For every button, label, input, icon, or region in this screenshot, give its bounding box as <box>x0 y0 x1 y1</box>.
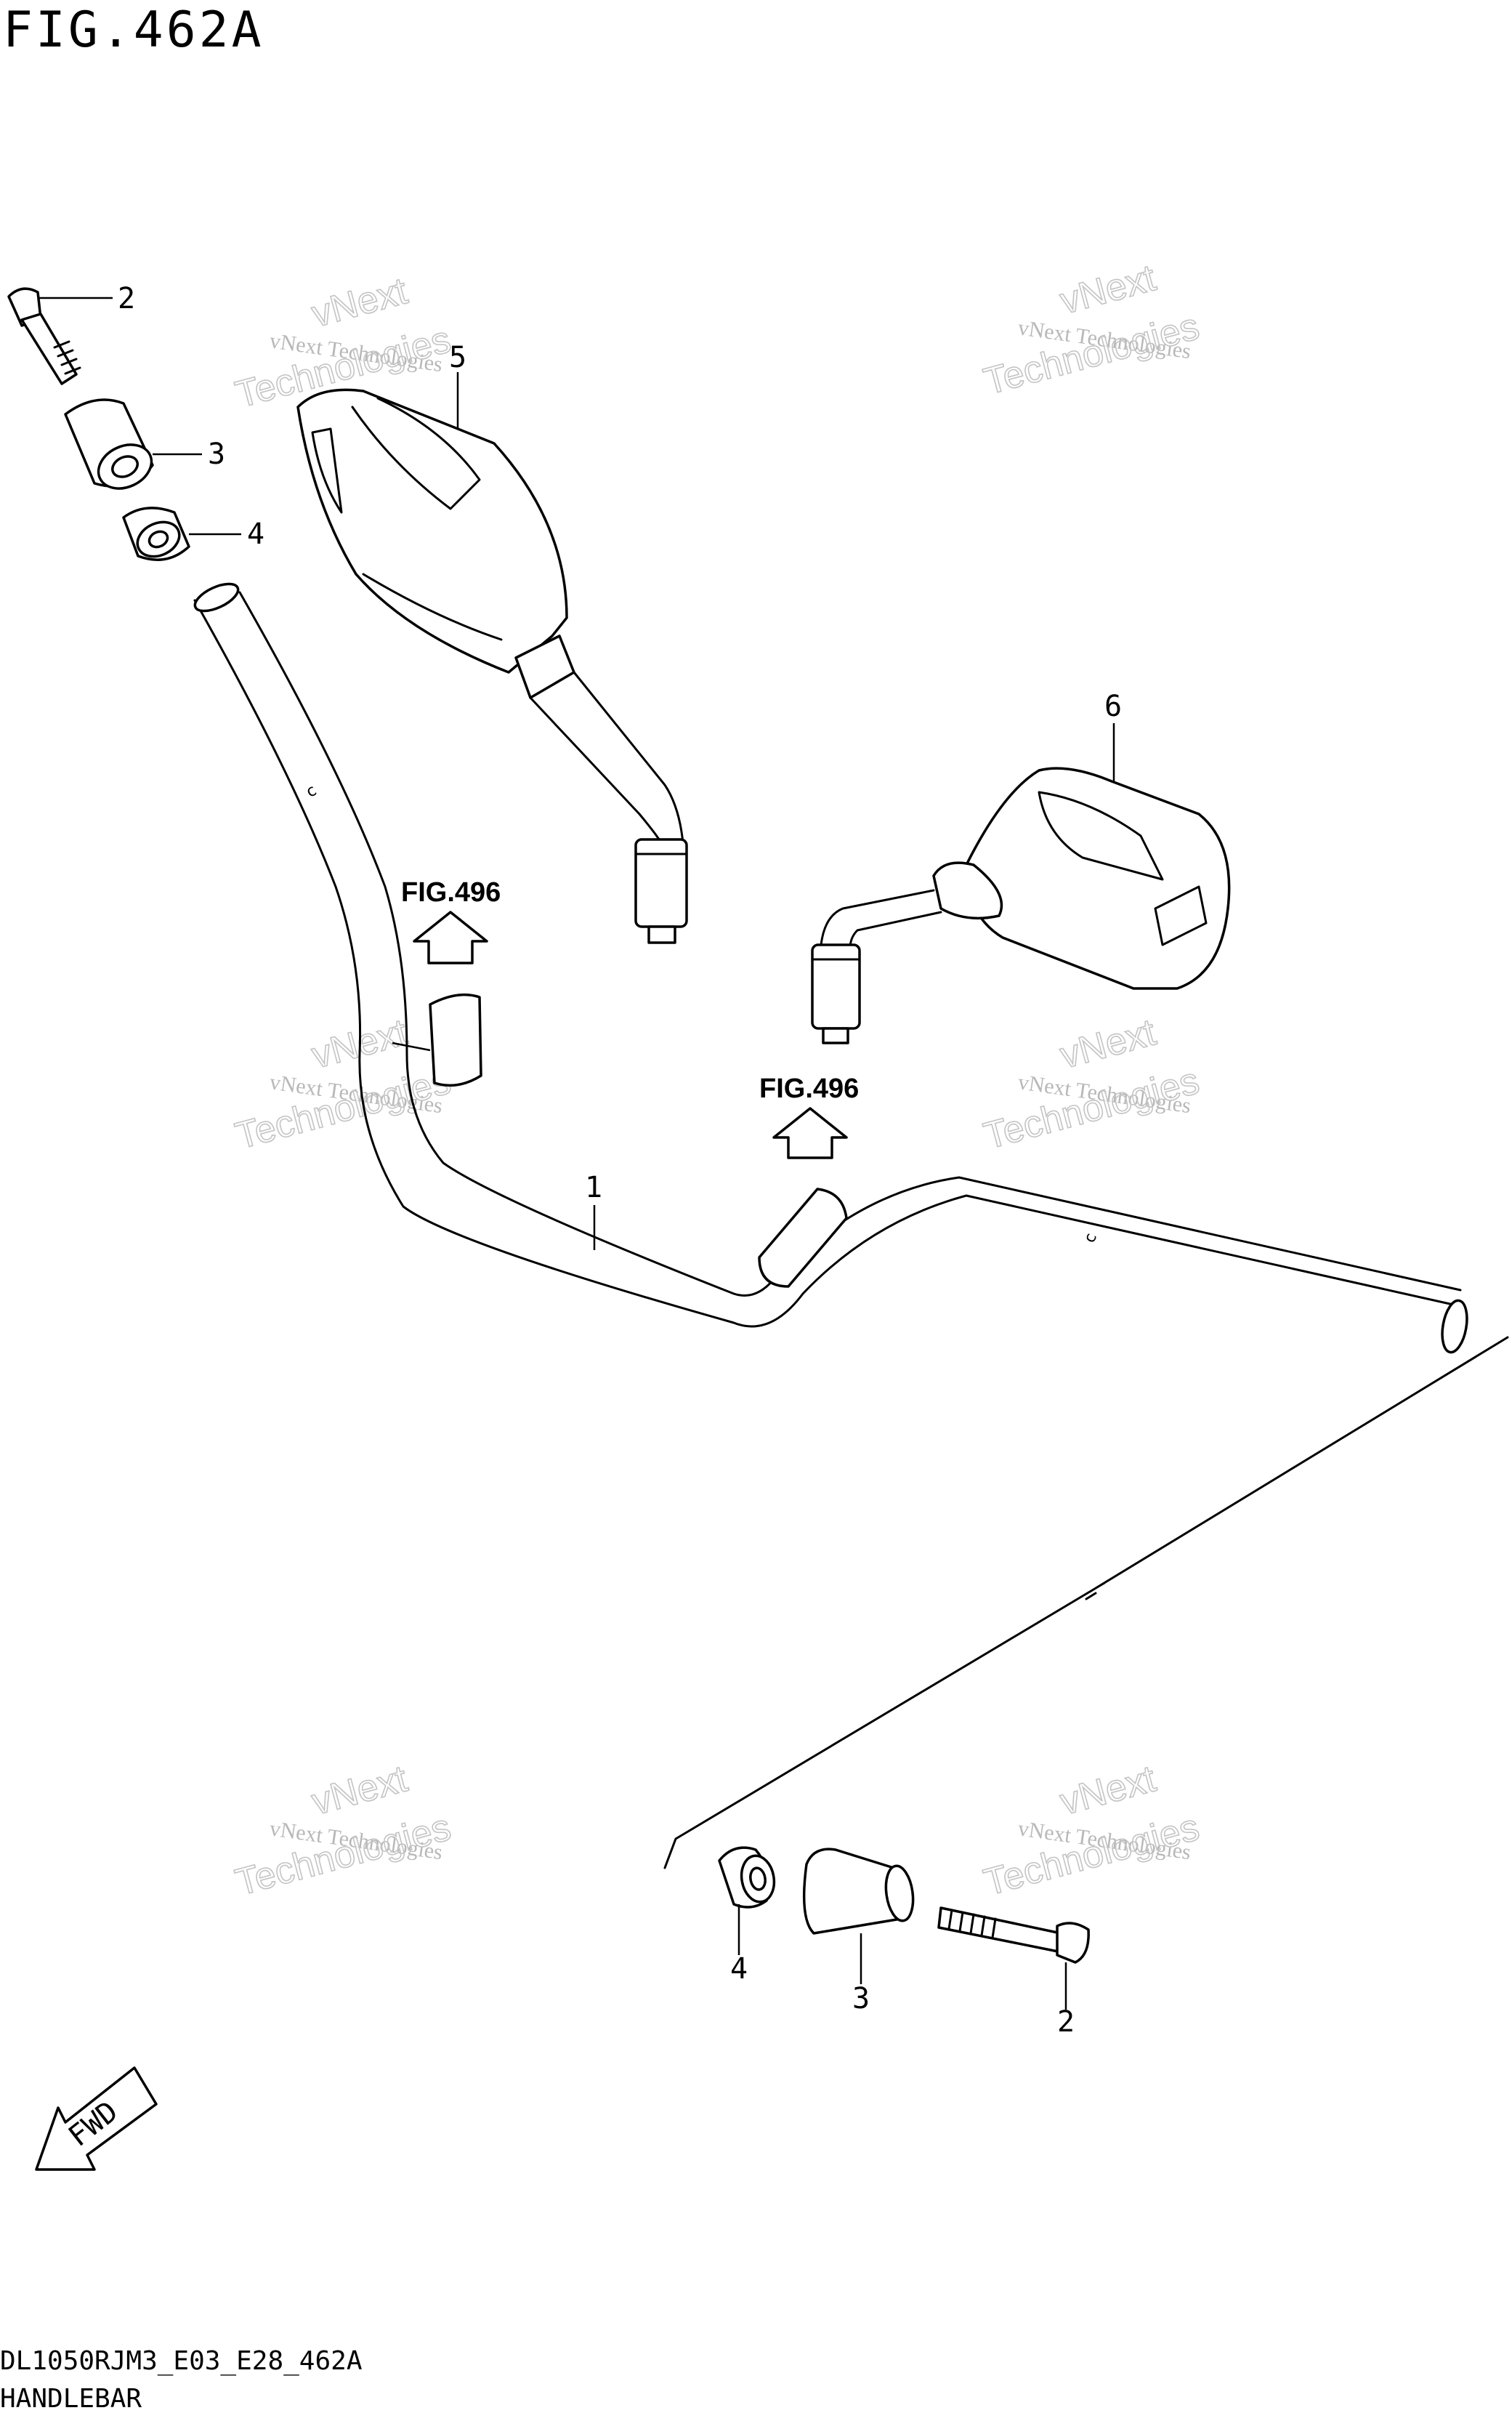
svg-text:3: 3 <box>208 438 225 471</box>
watermark: vNext Technologies vNext Technologies <box>979 1010 1204 1158</box>
figure-title: FIG.462A <box>3 1 264 59</box>
mirror-right-part <box>811 767 1231 1044</box>
svg-text:4: 4 <box>247 517 264 551</box>
mirror-left-part <box>296 388 688 944</box>
svg-text:vNext: vNext <box>307 270 412 336</box>
svg-text:2: 2 <box>1057 2005 1075 2039</box>
svg-text:Technologies: Technologies <box>979 1060 1203 1158</box>
svg-text:6: 6 <box>1104 690 1122 723</box>
bolt-left-part <box>7 287 81 385</box>
svg-text:c: c <box>1080 1230 1101 1246</box>
callout-2-right: 2 <box>1057 1962 1075 2039</box>
bar-end-weight-left-part <box>64 398 154 490</box>
bolt-right-part <box>937 1906 1090 1964</box>
watermark: vNext Technologies vNext Technologies <box>979 1757 1204 1904</box>
callout-4-left: 4 <box>189 517 264 551</box>
svg-text:vNext: vNext <box>1056 1011 1160 1077</box>
watermark: vNext Technologies vNext Technologies <box>230 1757 456 1904</box>
svg-text:1: 1 <box>585 1171 602 1204</box>
grip-sleeve-left <box>429 993 482 1087</box>
svg-text:Technologies: Technologies <box>231 1806 455 1904</box>
callout-4-right: 4 <box>730 1904 748 1986</box>
watermark: vNext Technologies vNext Technologies <box>230 1010 456 1158</box>
explode-guide-line <box>663 1336 1509 1869</box>
svg-text:vNext: vNext <box>307 1757 412 1824</box>
svg-text:FIG.496: FIG.496 <box>401 877 501 908</box>
callout-3-left: 3 <box>153 438 225 471</box>
svg-text:2: 2 <box>118 282 135 315</box>
svg-text:5: 5 <box>449 341 466 374</box>
grip-sleeve-center <box>758 1188 848 1288</box>
callout-1: 1 <box>585 1171 602 1250</box>
spacer-left-part <box>122 507 190 561</box>
bar-end-weight-right-part <box>802 1848 915 1935</box>
figure-name: HANDLEBAR <box>0 2384 142 2413</box>
fig-ref-left: FIG.496 <box>401 877 501 964</box>
svg-text:vNext: vNext <box>1056 1757 1160 1824</box>
watermark: vNext Technologies vNext Technologies <box>979 256 1204 403</box>
callout-6: 6 <box>1104 690 1122 781</box>
svg-text:4: 4 <box>730 1952 748 1986</box>
svg-text:Technologies: Technologies <box>231 1060 455 1158</box>
fig-ref-right: FIG.496 <box>759 1073 859 1159</box>
svg-text:vNext: vNext <box>1056 257 1160 323</box>
callout-3-right: 3 <box>852 1933 870 2015</box>
callout-5: 5 <box>449 341 466 429</box>
svg-text:Technologies: Technologies <box>979 1806 1203 1904</box>
svg-text:FIG.496: FIG.496 <box>759 1073 859 1104</box>
figure-code: DL1050RJM3_E03_E28_462A <box>0 2346 363 2376</box>
spacer-right-part <box>718 1846 776 1909</box>
svg-text:c: c <box>303 781 320 802</box>
svg-text:Technologies: Technologies <box>979 305 1203 403</box>
forward-arrow: FWD <box>35 2066 158 2171</box>
callout-2-left: 2 <box>38 282 135 315</box>
svg-text:3: 3 <box>852 1982 870 2015</box>
